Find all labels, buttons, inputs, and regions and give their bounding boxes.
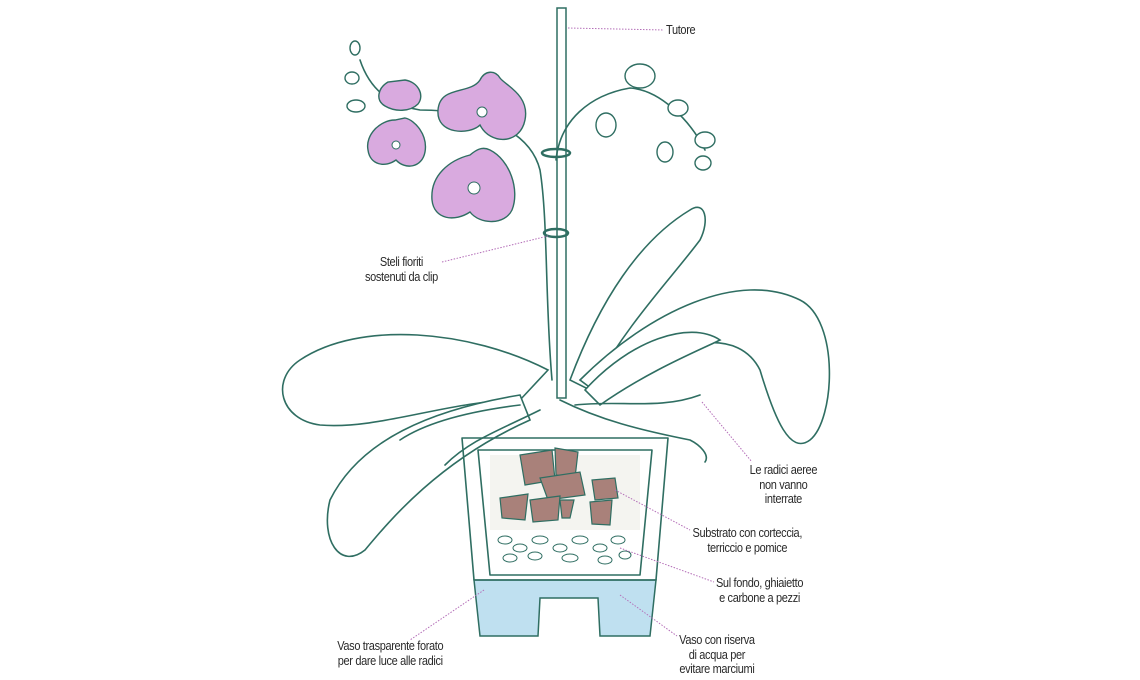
clip-lower bbox=[542, 227, 570, 239]
stake bbox=[556, 7, 567, 399]
leaf-right bbox=[578, 289, 831, 445]
label-line: non vanno bbox=[759, 477, 808, 492]
aerial-roots bbox=[399, 394, 708, 466]
leader-radici bbox=[701, 401, 753, 463]
label-line: Vaso trasparente forato bbox=[337, 639, 444, 653]
flower-small-top bbox=[378, 79, 422, 111]
leader-tutore bbox=[567, 27, 665, 31]
label-steli: Steli fioriti sostenuti da clip bbox=[365, 255, 438, 284]
leader-steli bbox=[441, 235, 549, 263]
label-substrato: Substrato con corteccia, terriccio e pom… bbox=[692, 526, 802, 555]
label-line: Le radici aeree bbox=[749, 463, 818, 477]
label-line: Vaso con riserva bbox=[679, 633, 755, 647]
label-line: di acqua per bbox=[688, 647, 746, 662]
label-tutore: Tutore bbox=[665, 23, 696, 38]
label-line: Tutore bbox=[665, 23, 696, 37]
clip-upper bbox=[540, 147, 572, 159]
label-line: interrate bbox=[764, 492, 803, 506]
label-line: e carbone a pezzi bbox=[719, 590, 800, 605]
label-fondo: Sul fondo, ghiaietto e carbone a pezzi bbox=[716, 576, 803, 605]
flower-large-bottom bbox=[431, 147, 516, 223]
leaf-right-upper bbox=[568, 206, 706, 392]
label-line: per dare luce alle radici bbox=[337, 653, 443, 668]
gravel-layer bbox=[497, 535, 632, 565]
inner-pot bbox=[477, 449, 653, 576]
label-vaso-trasparente: Vaso trasparente forato per dare luce al… bbox=[337, 639, 443, 668]
transparent-pot bbox=[461, 437, 669, 581]
label-line: Steli fioriti bbox=[379, 255, 423, 269]
flower-small-left bbox=[366, 117, 427, 167]
leader-vaso-trasparente bbox=[409, 589, 485, 641]
leaf-right-inner bbox=[583, 331, 722, 407]
label-vaso-riserva: Vaso con riserva di acqua per evitare ma… bbox=[679, 633, 755, 677]
label-line: Sul fondo, ghiaietto bbox=[715, 576, 804, 590]
water-reservoir bbox=[473, 579, 657, 637]
bark-pieces bbox=[499, 447, 619, 526]
label-line: terriccio e pomice bbox=[707, 540, 788, 555]
leader-substrato bbox=[614, 489, 691, 531]
flower-stem-right bbox=[555, 87, 706, 161]
label-line: sostenuti da clip bbox=[364, 269, 438, 284]
buds bbox=[344, 40, 716, 171]
flower-large-top bbox=[437, 71, 527, 141]
leaf-left-lower bbox=[326, 394, 532, 557]
label-line: Substrato con corteccia, bbox=[692, 526, 803, 540]
leaf-left bbox=[281, 333, 550, 427]
label-radici: Le radici aeree non vanno interrate bbox=[749, 463, 818, 507]
label-line: evitare marciumi bbox=[679, 662, 755, 676]
